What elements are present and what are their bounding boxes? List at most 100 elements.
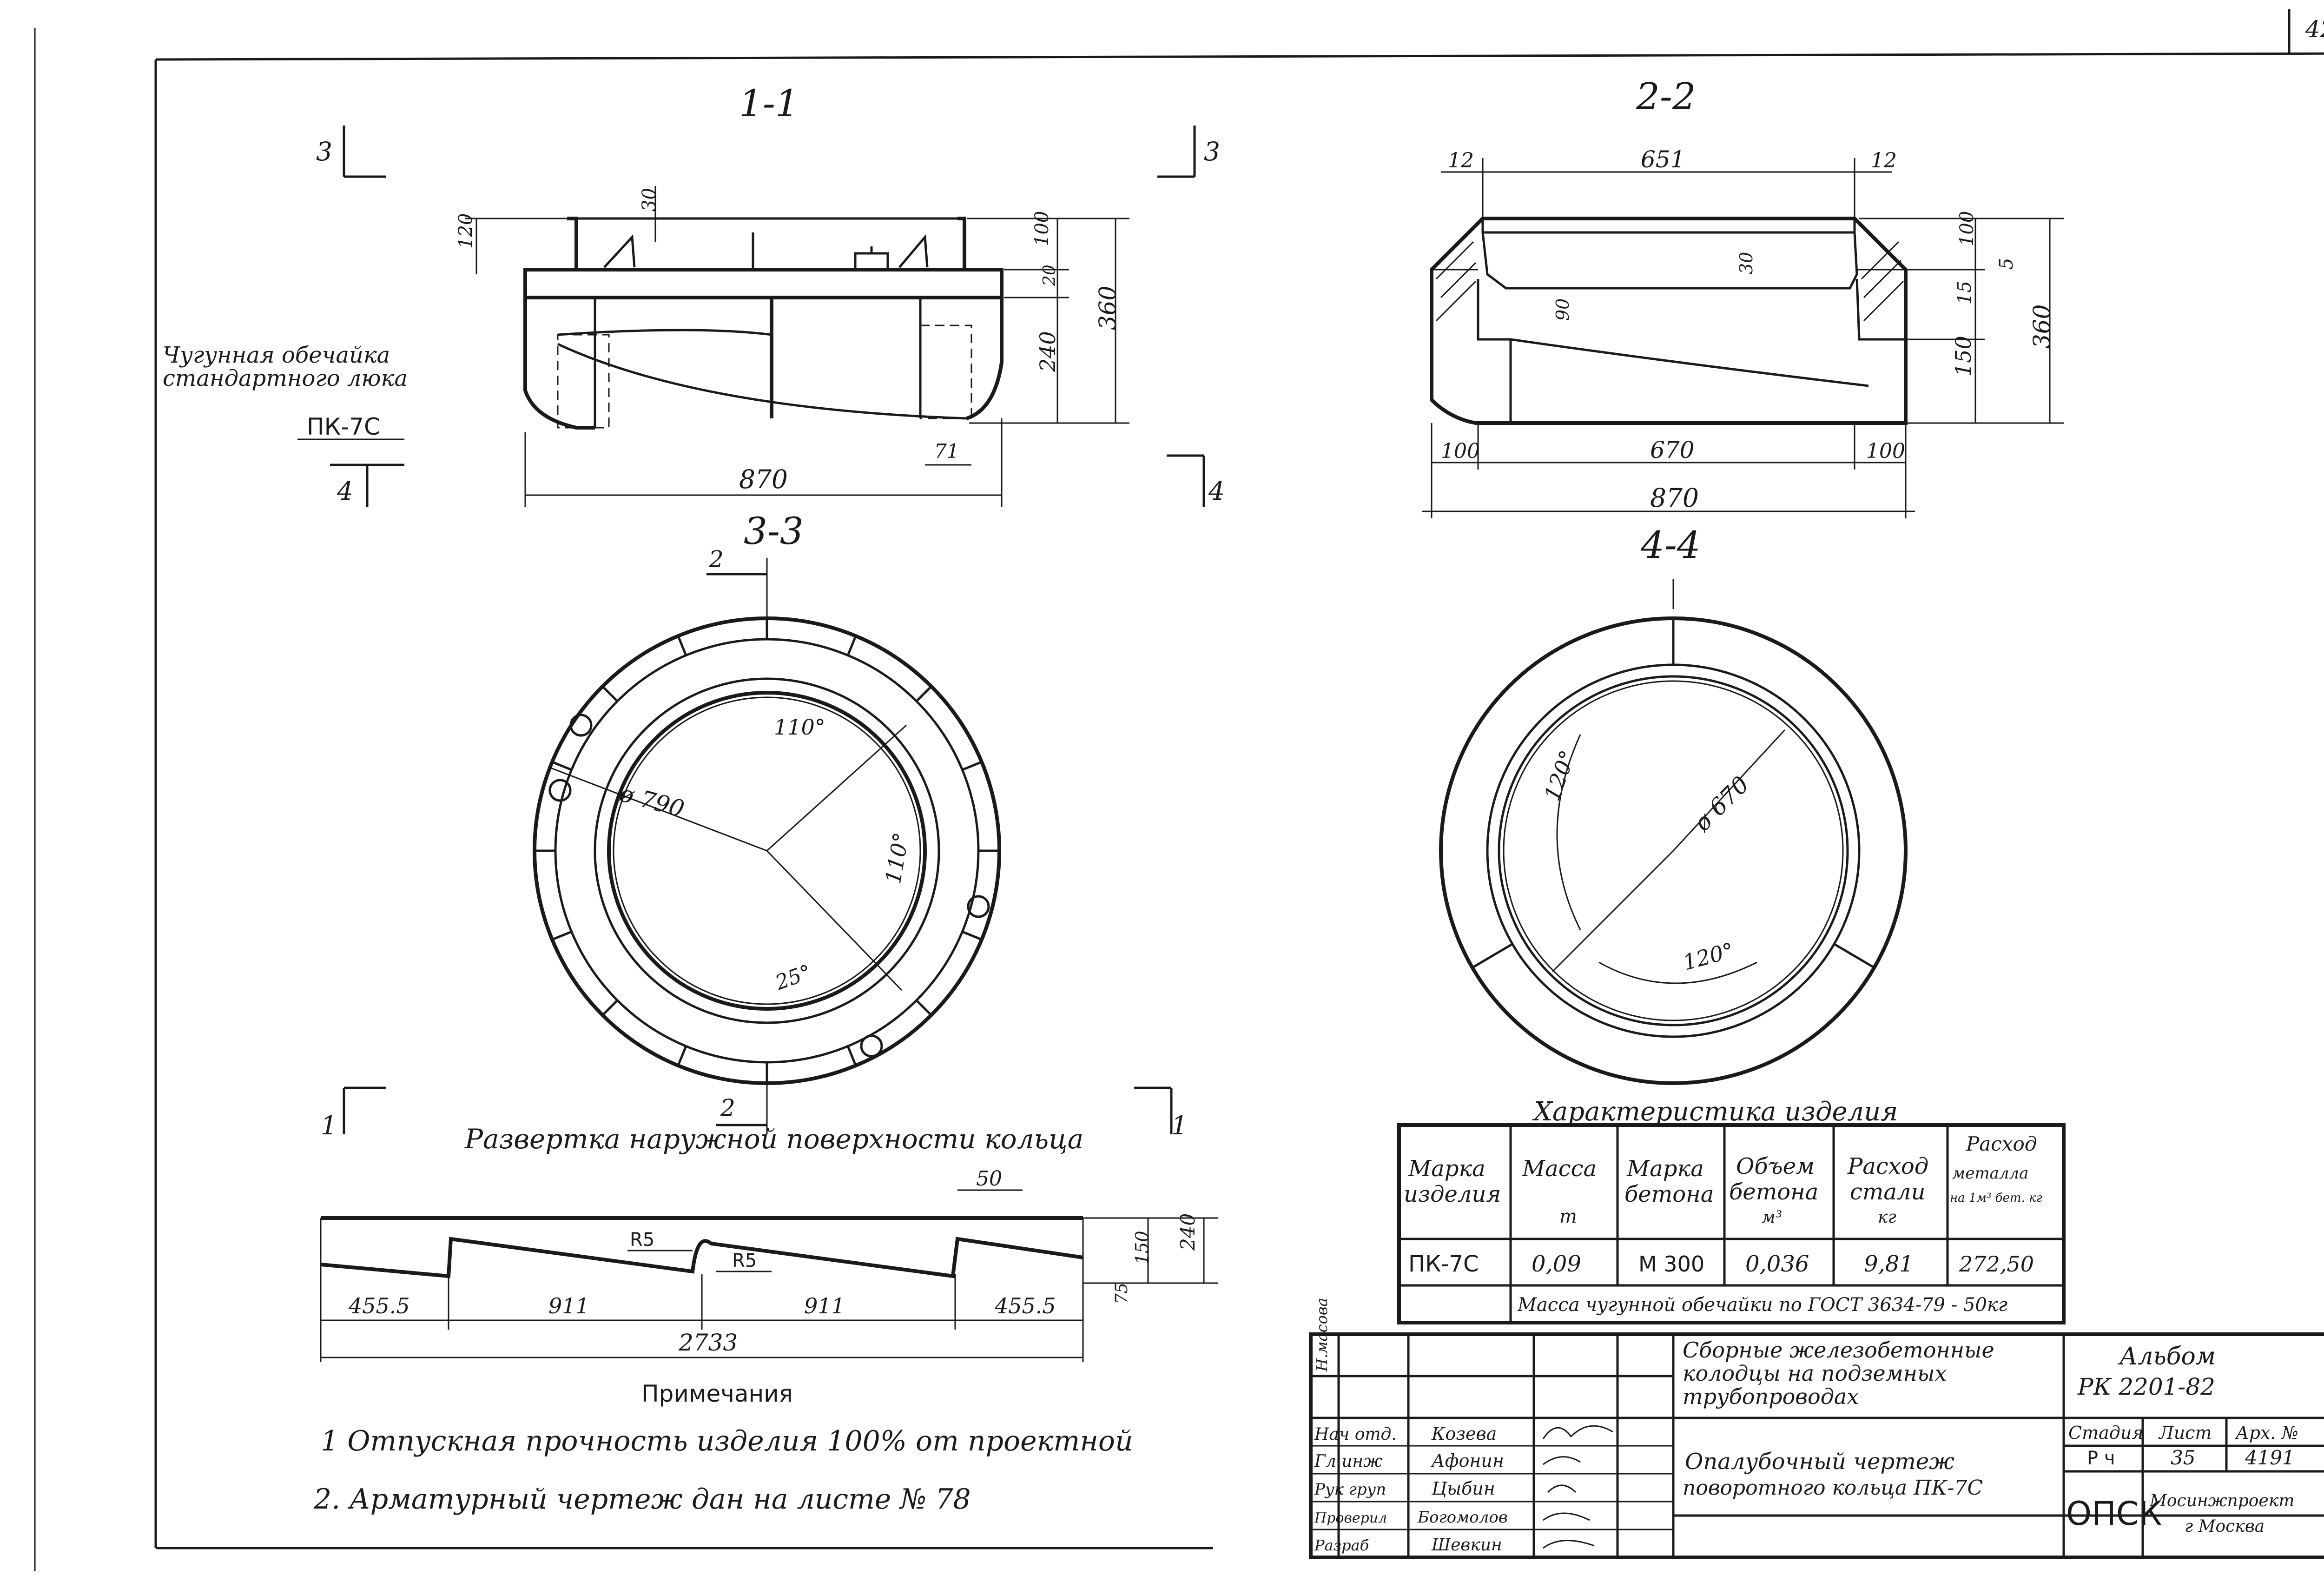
dim-2-12-left: 12 (1448, 149, 1474, 172)
tb-album-line1: Альбом (2118, 1343, 2216, 1371)
cell-steel: 9,81 (1864, 1251, 1914, 1277)
cut-mark-4-left: 4 (337, 476, 353, 506)
angle-110-top: 110° (774, 715, 825, 740)
diameter-670: ø 670 (1689, 771, 1755, 837)
th-1-a: Марка (1408, 1156, 1486, 1182)
section-4-4-title: 4-4 (1640, 523, 1701, 567)
tb-sheet: 35 (2171, 1446, 2195, 1469)
dim-2-30: 30 (1736, 252, 1756, 274)
tb-album-line2: РК 2201-82 (2077, 1373, 2215, 1400)
th-6-b: металла (1952, 1164, 2028, 1183)
dev-seg-2: 911 (548, 1293, 589, 1318)
section-2-2-title: 2-2 (1636, 75, 1696, 118)
section-4-4: 4-4 120° 120° ø 670 (1439, 523, 1908, 1085)
dev-240: 240 (1176, 1213, 1199, 1251)
tb-project-line2: колодцы на подземных (1683, 1361, 1947, 1386)
dim-870-1: 870 (739, 464, 788, 494)
dev-seg-3: 911 (804, 1293, 845, 1318)
cut-mark-3-right: 3 (1204, 137, 1220, 166)
dim-2-100-left: 100 (1441, 439, 1480, 463)
th-4-a: Объем (1736, 1153, 1815, 1179)
sheet-number: 42 (2305, 16, 2324, 43)
dim-20: 20 (1040, 265, 1059, 286)
tb-sheet-title-line1: Опалубочный чертеж (1685, 1449, 1954, 1475)
tb-stage-header: Стадия (2068, 1423, 2143, 1443)
dim-2-100: 100 (1956, 211, 1978, 246)
cut-mark-4-right: 4 (1208, 476, 1225, 506)
shell-label-line1: Чугунная обечайка (163, 342, 390, 368)
th-6-a: Расход (1966, 1132, 2037, 1155)
tb-sheet-header: Лист (2158, 1423, 2212, 1443)
tb-project-line3: трубопроводах (1683, 1384, 1859, 1409)
dim-2-100-right: 100 (1866, 439, 1905, 463)
angle-110-right: 110° (880, 831, 914, 886)
dim-2-5: 5 (1996, 258, 2017, 270)
shell-label-mark: ПК-7С (307, 413, 380, 440)
th-3-a: Марка (1626, 1156, 1704, 1182)
section-3-3-title: 3-3 (744, 510, 804, 553)
tb-role-5: Разраб (1314, 1536, 1369, 1554)
tb-sheet-title-line2: поворотного кольца ПК-7С (1683, 1476, 1983, 1500)
tb-role-1: Нач отд. (1314, 1425, 1397, 1444)
section-1-1: 1-1 3 3 4 4 30 120 (163, 82, 1225, 507)
dim-30: 30 (639, 188, 660, 212)
dev-total: 2733 (678, 1329, 738, 1356)
dev-seg-1: 455.5 (348, 1293, 410, 1318)
tb-arch-header: Арх. № (2234, 1423, 2298, 1443)
section-3-3: 3-3 2 2 1 1 110° 110° 25° (321, 510, 1188, 1140)
tb-project-line1: Сборные железобетонные (1683, 1337, 1994, 1363)
dev-seg-4: 455.5 (994, 1293, 1056, 1318)
notes-heading: Примечания (641, 1380, 793, 1407)
th-4-b: бетона (1729, 1179, 1818, 1205)
development-view: Развертка наружной поверхности кольца R5… (320, 1123, 1218, 1362)
cut-2-bottom: 2 (720, 1094, 735, 1121)
side-1-right: 1 (1171, 1111, 1188, 1140)
tb-role-2: Гл инж (1314, 1452, 1382, 1471)
dim-71: 71 (934, 440, 959, 463)
dev-150: 150 (1132, 1231, 1152, 1265)
dim-2-150: 150 (1951, 336, 1976, 377)
title-block: Н.масова Сборные железобетонные колодцы … (1309, 1298, 2324, 1559)
dim-2-651: 651 (1641, 146, 1685, 173)
tb-stage: Р ч (2087, 1448, 2115, 1469)
development-title: Развертка наружной поверхности кольца (464, 1123, 1083, 1155)
dim-100: 100 (1031, 211, 1053, 246)
note-2: 2. Арматурный чертеж дан на листе № 78 (313, 1483, 971, 1516)
tb-arch: 4191 (2245, 1446, 2295, 1469)
tb-org-city-line2: г Москва (2185, 1517, 2265, 1536)
table-footer: Масса чугунной обечайки по ГОСТ 3634-79 … (1517, 1294, 2007, 1316)
cell-mark: ПК-7С (1408, 1251, 1479, 1277)
dev-75: 75 (1112, 1283, 1131, 1304)
th-3-b: бетона (1624, 1181, 1714, 1207)
tb-vertical-label: Н.масова (1313, 1298, 1331, 1372)
characteristics-table: Характеристика изделия Марка изделия Мас… (1397, 1097, 2066, 1324)
angle-120-left: 120° (1539, 747, 1581, 804)
tb-role-3: Рук груп (1314, 1480, 1386, 1499)
dim-2-90: 90 (1552, 298, 1573, 321)
dim-360: 360 (1094, 286, 1121, 330)
dim-2-12-right: 12 (1871, 149, 1897, 172)
tb-role-4: Проверил (1314, 1510, 1387, 1526)
section-2-2: 2-2 12 651 12 100 5 15 150 360 30 90 (1422, 75, 2064, 518)
tb-org-city-line1: Мосинжпроект (2149, 1491, 2294, 1510)
cut-2-top: 2 (708, 546, 724, 573)
tb-name-4: Богомолов (1417, 1508, 1508, 1527)
cell-metal: 272,50 (1959, 1251, 2034, 1277)
th-4-c: м³ (1762, 1208, 1782, 1227)
tb-name-1: Козева (1431, 1423, 1497, 1444)
th-1-b: изделия (1404, 1181, 1501, 1207)
section-1-1-title: 1-1 (739, 82, 799, 125)
dim-2-670: 670 (1650, 437, 1694, 463)
cell-concrete: М 300 (1638, 1251, 1704, 1277)
tb-org: ОПСК (2066, 1495, 2162, 1533)
tb-name-3: Цыбин (1431, 1478, 1495, 1499)
dev-R5-left: R5 (630, 1229, 654, 1251)
sheet-frame: 42 (34, 9, 2324, 1571)
th-5-c: кг (1878, 1208, 1896, 1227)
shell-label-line2: стандартного люка (163, 365, 408, 391)
dim-2-360: 360 (2028, 305, 2055, 349)
diameter-790: ø 790 (616, 780, 687, 823)
th-2-a: Масса (1522, 1156, 1597, 1182)
dim-2-870: 870 (1650, 483, 1699, 513)
